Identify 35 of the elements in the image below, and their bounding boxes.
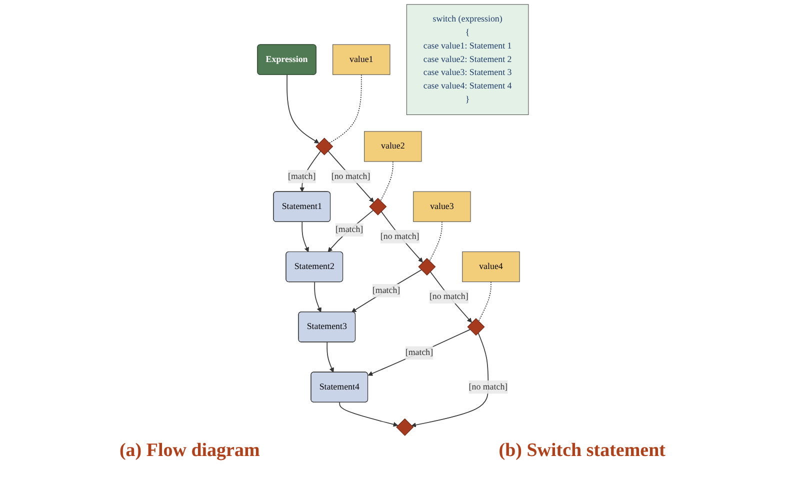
arrow [314, 282, 321, 312]
edge-label: [no match] [468, 382, 508, 392]
edge-label: [no match] [330, 172, 370, 182]
arrow [367, 329, 470, 376]
edge-label: [match] [288, 172, 316, 182]
node-box: switch (expression) { case value1: Statement 1 case value2: Statement 2 case value3: Statement 3 case value4: Statement 4 } [406, 4, 528, 115]
arrow [350, 269, 422, 312]
edge-label: [match] [404, 348, 433, 358]
connector [428, 221, 442, 262]
node-box: value1 [332, 44, 390, 75]
edge-label: [match] [334, 224, 363, 234]
connector [380, 161, 393, 202]
node-box: value2 [364, 131, 422, 162]
connector [328, 74, 362, 144]
edge-label: [match] [372, 286, 400, 296]
edge-label: [no match] [429, 292, 468, 302]
arrow [410, 332, 488, 428]
node-diamond [418, 258, 436, 276]
edge-label: [no match] [380, 232, 419, 242]
node-box: value3 [412, 191, 470, 222]
figure-caption: (a) Flow diagram [119, 440, 260, 462]
node-box: value4 [462, 251, 520, 282]
connector [478, 281, 491, 322]
arrow [327, 210, 374, 252]
arrow [286, 74, 319, 144]
arrow [301, 222, 308, 252]
arrow [338, 402, 398, 427]
node-diamond [368, 198, 386, 216]
arrow [327, 150, 374, 202]
arrow [429, 271, 472, 323]
node-diamond [315, 138, 333, 156]
node-diamond [466, 318, 484, 336]
arrow [326, 342, 334, 373]
figure-caption: (b) Switch statement [498, 440, 666, 462]
node-diamond [396, 418, 414, 436]
